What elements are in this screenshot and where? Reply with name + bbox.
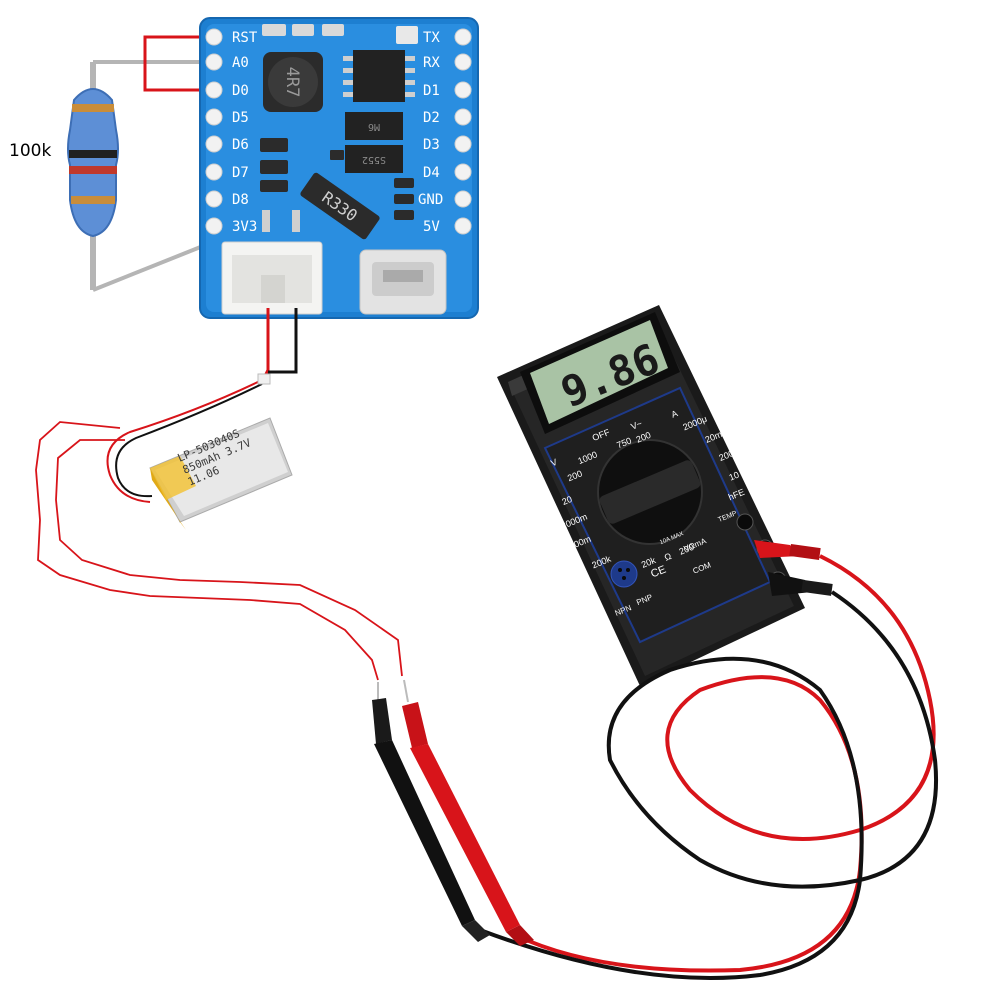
probe-plug-red <box>754 540 821 561</box>
pin-label-rst: RST <box>232 30 258 46</box>
pin-label-d6: D6 <box>232 137 249 153</box>
resistor-value-label: 100k <box>9 141 52 161</box>
hfe-socket[interactable] <box>610 560 638 588</box>
dial-label-vdc: V <box>549 457 558 469</box>
pin-label-d2: D2 <box>423 110 440 126</box>
pin-label-d3: D3 <box>423 137 440 153</box>
right-pin-header <box>454 28 472 235</box>
label-ce: CE <box>649 564 668 581</box>
lead-black <box>479 590 938 980</box>
pin-label-d8: D8 <box>232 192 249 208</box>
pin-label-d0: D0 <box>232 83 249 99</box>
resistor-band-1 <box>72 104 114 112</box>
probe-plug-black <box>768 572 833 596</box>
pin-label-rx: RX <box>423 55 440 71</box>
left-pin-header <box>205 28 223 235</box>
right-pin-labels: TX RX D1 D2 D3 D4 GND 5V <box>418 30 443 235</box>
rotary-dial[interactable] <box>597 439 703 545</box>
pin-label-3v3: 3V3 <box>232 219 257 235</box>
resistor-100k <box>67 62 119 290</box>
wire-rst-d0-jumper <box>143 35 215 92</box>
resistor-band-3 <box>69 166 117 174</box>
probe-black[interactable] <box>372 682 490 942</box>
jack-10a[interactable] <box>736 513 754 531</box>
ic-chip-soic <box>343 50 415 102</box>
left-pin-labels: RST A0 D0 D5 D6 D7 D8 3V3 <box>232 30 258 235</box>
pin-label-a0: A0 <box>232 55 249 71</box>
resistor-band-2 <box>69 150 117 158</box>
pin-label-d4: D4 <box>423 165 440 181</box>
digital-multimeter: 9.86 V OFF V~ A 1000 750 200 200 20 2000… <box>497 305 805 686</box>
dial-label-ohm: Ω <box>663 551 673 563</box>
chip-mark-1: M6 <box>368 121 380 132</box>
pin-label-gnd: GND <box>418 192 443 208</box>
dial-label-dc20: 20 <box>561 494 574 507</box>
dial-label-adc: A <box>670 408 679 420</box>
dial-label-10: 10 <box>728 470 741 483</box>
lcd-display: 9.86 <box>520 312 680 434</box>
wire-probe-loop <box>35 421 403 681</box>
battery-connector-jst <box>221 210 323 315</box>
resistor-band-4 <box>71 196 115 204</box>
chip-mark-2: S552 <box>362 154 386 165</box>
pin-label-5v: 5V <box>423 219 440 235</box>
inductor-code: 4R7 <box>282 67 302 98</box>
mosfet-chips: M6 S552 <box>345 112 403 173</box>
wire-battery-black <box>268 308 298 374</box>
pin-label-d7: D7 <box>232 165 249 181</box>
pin-label-d5: D5 <box>232 110 249 126</box>
micro-usb-port <box>359 249 447 315</box>
probe-red[interactable] <box>402 679 534 946</box>
battery-shield-board: RST A0 D0 D5 D6 D7 D8 3V3 TX RX D1 D2 D3 <box>199 17 479 319</box>
inductor-4r7: 4R7 <box>263 52 323 112</box>
dial-label-vac: V~ <box>629 418 643 431</box>
lipo-battery: LP-503040S 850mAh 3.7V 11.06 <box>106 373 293 530</box>
pin-label-tx: TX <box>423 30 440 46</box>
pin-label-d1: D1 <box>423 83 440 99</box>
